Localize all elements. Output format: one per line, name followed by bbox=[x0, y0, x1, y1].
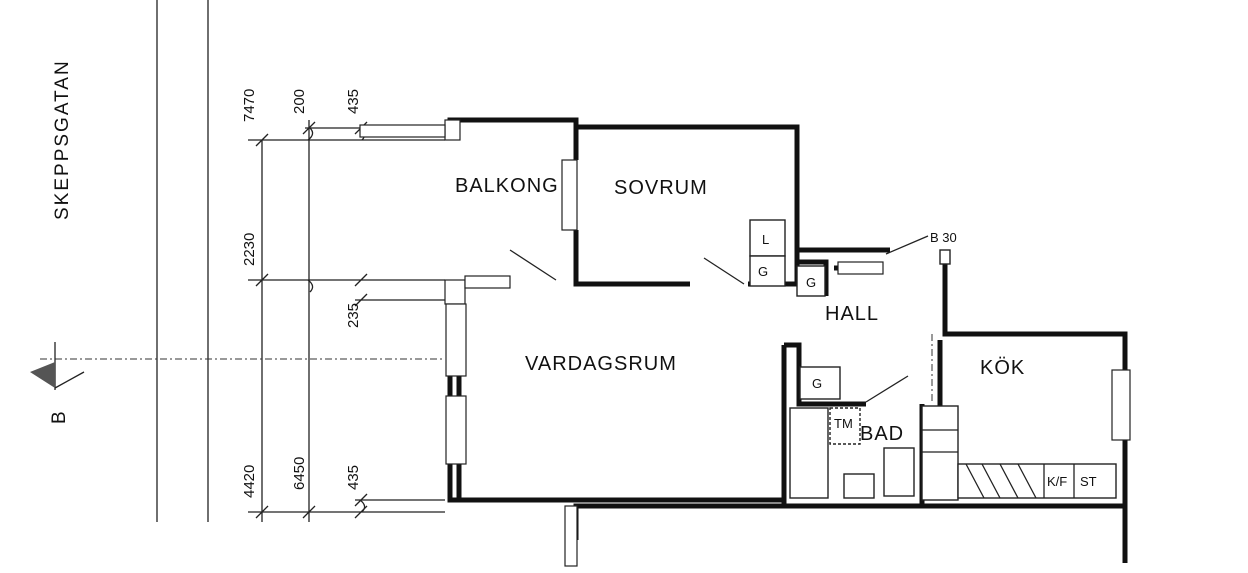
dim-7470: 7470 bbox=[241, 89, 258, 122]
wardrobe-g-bedroom bbox=[749, 255, 786, 287]
windows bbox=[359, 119, 1131, 567]
fixture-tm-label: TM bbox=[834, 416, 853, 431]
fixture-g-hall-label: G bbox=[806, 275, 816, 290]
room-sovrum: SOVRUM bbox=[614, 177, 708, 199]
room-hall: HALL bbox=[825, 303, 879, 325]
dimension-lines bbox=[248, 121, 445, 519]
wardrobe-l bbox=[749, 219, 786, 257]
dim-4420: 4420 bbox=[241, 465, 258, 498]
room-vardagsrum: VARDAGSRUM bbox=[525, 353, 677, 375]
fixture-kf-label: K/F bbox=[1047, 474, 1067, 489]
section-marker-label: B bbox=[49, 409, 70, 424]
dim-200: 200 bbox=[291, 89, 308, 114]
dim-2230: 2230 bbox=[241, 233, 258, 266]
dim-6450: 6450 bbox=[291, 457, 308, 490]
fixture-g-living-label: G bbox=[812, 376, 822, 391]
room-balkong: BALKONG bbox=[455, 175, 559, 197]
street-label: SKEPPSGATAN bbox=[52, 59, 73, 220]
washing-machine bbox=[829, 407, 861, 445]
dim-435-bottom: 435 bbox=[345, 465, 362, 490]
room-bad: BAD bbox=[860, 423, 904, 445]
bathtub bbox=[789, 407, 829, 499]
street-lines bbox=[156, 0, 310, 522]
dim-235: 235 bbox=[345, 303, 362, 328]
doors bbox=[509, 235, 951, 403]
fixture-l-label: L bbox=[762, 232, 769, 247]
sink bbox=[883, 447, 915, 497]
room-kok: KÖK bbox=[980, 357, 1025, 379]
fixtures bbox=[749, 219, 1117, 501]
fixture-st-label: ST bbox=[1080, 474, 1097, 489]
labels: SKEPPSGATAN B BALKONG SOVRUM HALL VARDAG… bbox=[49, 59, 1097, 498]
toilet bbox=[843, 473, 875, 499]
fixture-b30-label: B 30 bbox=[930, 230, 957, 245]
section-line-b bbox=[30, 342, 445, 390]
dim-435-top: 435 bbox=[345, 89, 362, 114]
wardrobe-g-living bbox=[799, 366, 841, 400]
fixture-g-bedroom-label: G bbox=[758, 264, 768, 279]
wardrobe-g-hall bbox=[796, 265, 826, 297]
kitchen-cabinet bbox=[921, 405, 959, 501]
